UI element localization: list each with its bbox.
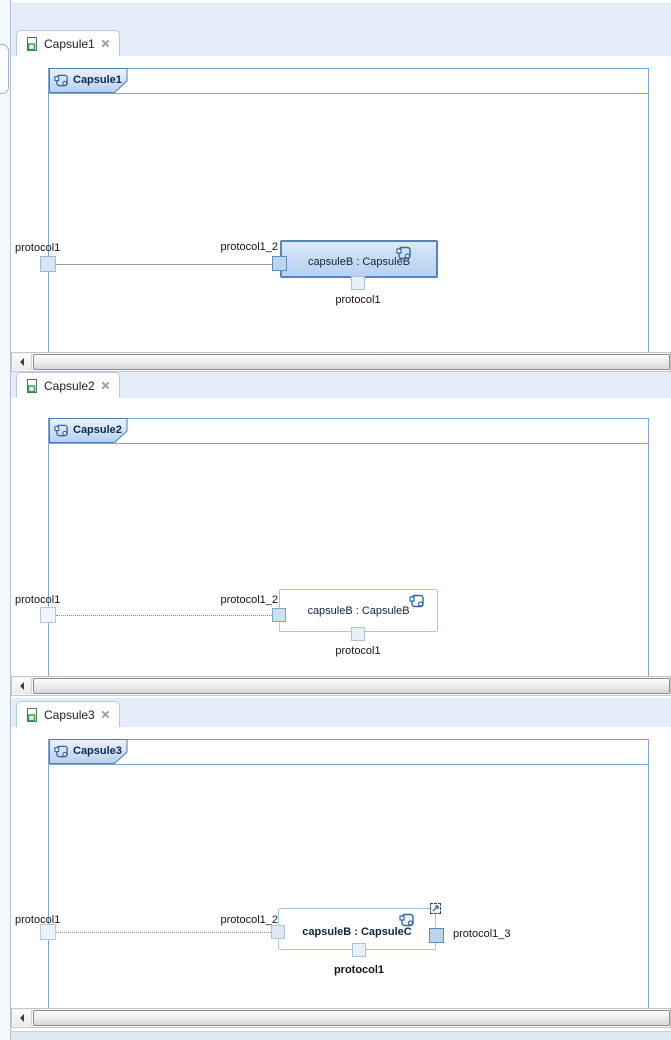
- frame-port-label: protocol1: [15, 914, 61, 926]
- scroll-left-button[interactable]: [13, 1010, 32, 1026]
- editor-area-bottom-band: [11, 1031, 671, 1040]
- close-icon[interactable]: [100, 709, 111, 720]
- part-name-label: capsuleB : CapsuleB: [307, 256, 411, 268]
- frame-port-label: protocol1: [15, 594, 61, 606]
- editor-tab-capsule1[interactable]: Capsule1: [16, 30, 120, 56]
- diagram-file-icon: [27, 378, 37, 393]
- collapsed-view-handle[interactable]: [0, 44, 9, 94]
- frame-name-label: Capsule3: [73, 745, 122, 757]
- frame-border-port[interactable]: [40, 256, 56, 272]
- scrollbar-thumb[interactable]: [33, 678, 670, 694]
- capsule-icon: [396, 246, 411, 260]
- connector[interactable]: [56, 932, 271, 933]
- part-left-port-label: protocol1_2: [220, 914, 279, 926]
- frame-name-label: Capsule1: [73, 74, 122, 86]
- horizontal-scrollbar[interactable]: [11, 676, 671, 696]
- scroll-left-arrow-icon: [20, 358, 24, 366]
- inherited-decorator-icon: [430, 903, 441, 914]
- top-edge: [11, 0, 671, 3]
- part-right-port-label: protocol1_3: [453, 928, 511, 940]
- frame-name-tab-shape: [49, 68, 128, 93]
- capsule-frame[interactable]: [48, 739, 649, 1008]
- connector[interactable]: [56, 615, 272, 616]
- frame-name-tab-shape: [49, 418, 128, 443]
- scroll-left-button[interactable]: [13, 354, 32, 370]
- frame-border-port[interactable]: [40, 607, 56, 623]
- capsule-icon: [399, 913, 414, 927]
- part-left-port[interactable]: [272, 608, 286, 622]
- close-icon[interactable]: [100, 38, 111, 49]
- capsule-icon: [409, 594, 424, 608]
- part-left-port-label: protocol1_2: [220, 594, 279, 606]
- capsule-part[interactable]: capsuleB : CapsuleB: [279, 589, 438, 632]
- frame-port-label: protocol1: [15, 242, 61, 254]
- capsule-part[interactable]: capsuleB : CapsuleB: [280, 240, 438, 278]
- part-name-label: capsuleB : CapsuleB: [307, 604, 410, 617]
- part-bottom-port-label: protocol1: [335, 294, 381, 306]
- connector[interactable]: [56, 264, 272, 265]
- capsule-icon: [54, 424, 68, 436]
- left-rail: [0, 0, 11, 1040]
- frame-name-label: Capsule2: [73, 424, 122, 436]
- part-name-label: capsuleB : CapsuleC: [302, 926, 412, 938]
- part-left-port[interactable]: [271, 925, 285, 939]
- tab-bar-capsule3: Capsule3: [11, 698, 671, 727]
- structure-diagram-canvas-capsule3[interactable]: Capsule3 protocol1 protocol1_2 capsuleB …: [11, 727, 671, 1008]
- scrollbar-thumb[interactable]: [33, 354, 670, 370]
- part-bottom-port[interactable]: [352, 943, 366, 957]
- part-right-port[interactable]: [429, 928, 444, 943]
- structure-diagram-canvas-capsule1[interactable]: Capsule1 protocol1 protocol1_2 capsuleB …: [11, 56, 671, 352]
- horizontal-scrollbar[interactable]: [11, 1008, 671, 1028]
- scroll-left-arrow-icon: [20, 1014, 24, 1022]
- editor-tab-label: Capsule1: [44, 36, 95, 51]
- part-bottom-port-label: protocol1: [335, 645, 381, 657]
- part-bottom-port-label: protocol1: [333, 964, 385, 976]
- frame-border-port[interactable]: [40, 924, 56, 940]
- frame-header-separator: [49, 764, 648, 765]
- diagram-file-icon: [27, 707, 37, 722]
- editor-tab-label: Capsule2: [44, 378, 95, 393]
- tab-bar-capsule2: Capsule2: [11, 372, 671, 398]
- frame-name-tab-shape: [49, 739, 128, 764]
- frame-name-tab[interactable]: Capsule3: [49, 739, 128, 764]
- structure-diagram-canvas-capsule2[interactable]: Capsule2 protocol1 protocol1_2 capsuleB …: [11, 398, 671, 676]
- horizontal-scrollbar[interactable]: [11, 352, 671, 372]
- frame-name-tab[interactable]: Capsule2: [49, 418, 128, 443]
- capsule-icon: [54, 74, 68, 86]
- editor-tab-capsule2[interactable]: Capsule2: [16, 372, 120, 398]
- part-bottom-port[interactable]: [351, 627, 365, 641]
- editor-tab-capsule3[interactable]: Capsule3: [16, 701, 120, 727]
- capsule-frame[interactable]: [48, 68, 649, 352]
- editor-area-top-band: [11, 3, 671, 28]
- capsule-icon: [54, 745, 68, 757]
- frame-header-separator: [49, 443, 648, 444]
- capsule-frame[interactable]: [48, 418, 649, 676]
- diagram-file-icon: [27, 36, 37, 51]
- close-icon[interactable]: [100, 380, 111, 391]
- frame-header-separator: [49, 93, 648, 94]
- frame-name-tab[interactable]: Capsule1: [49, 68, 128, 93]
- part-left-port[interactable]: [272, 256, 287, 271]
- scroll-left-button[interactable]: [13, 678, 32, 694]
- editor-tab-label: Capsule3: [44, 707, 95, 722]
- scrollbar-thumb[interactable]: [33, 1010, 670, 1026]
- part-bottom-port[interactable]: [351, 276, 365, 290]
- part-left-port-label: protocol1_2: [220, 241, 279, 253]
- tab-bar-capsule1: Capsule1: [11, 28, 671, 56]
- scroll-left-arrow-icon: [20, 682, 24, 690]
